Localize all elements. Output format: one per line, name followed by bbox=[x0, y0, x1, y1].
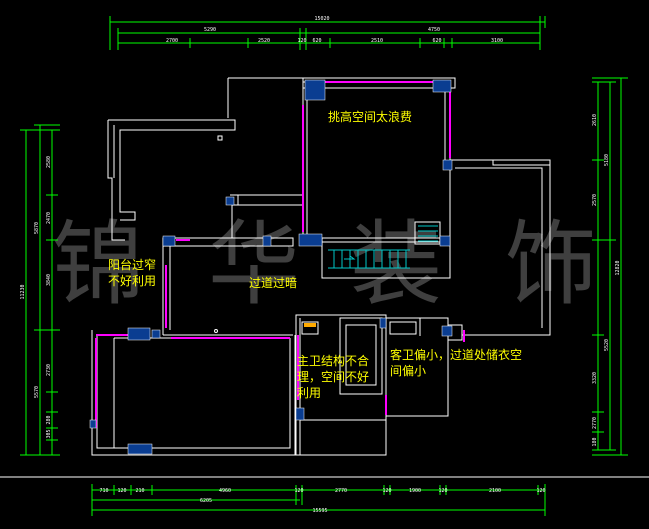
watermark-char-1: 锦 bbox=[52, 211, 144, 318]
dim-top-upper-2: 4750 bbox=[428, 27, 440, 33]
dim-right-inner-3: 3320 bbox=[592, 372, 598, 384]
dim-left-inner-2: 2470 bbox=[46, 212, 52, 224]
dim-right-inner-5: 180 bbox=[592, 437, 598, 446]
walls bbox=[91, 77, 551, 456]
note-corridor: 过道过暗 bbox=[249, 275, 297, 290]
dim-right-inner-1: 2610 bbox=[592, 114, 598, 126]
dim-top-lower-4: 620 bbox=[312, 38, 321, 44]
dim-bottom-upper-11: 120 bbox=[536, 488, 545, 494]
dim-left-inner-1: 2580 bbox=[46, 156, 52, 168]
dim-left-outer: 11230 bbox=[20, 284, 26, 299]
dimension-lines bbox=[0, 16, 649, 516]
dim-top-total: 15020 bbox=[314, 16, 329, 22]
dim-left-inner-5: 280 bbox=[46, 415, 52, 424]
dim-bottom-upper-3: 210 bbox=[135, 488, 144, 494]
dim-left-mid-2: 5570 bbox=[34, 386, 40, 398]
dim-left-inner-6: 305 bbox=[46, 429, 52, 438]
watermark-char-4: 饰 bbox=[505, 211, 597, 318]
note-balcony-line-2: 不好利用 bbox=[108, 274, 156, 288]
dim-bottom-upper-9: 120 bbox=[438, 488, 447, 494]
dim-top-lower-5: 2510 bbox=[371, 38, 383, 44]
dim-bottom-upper-4: 4960 bbox=[219, 488, 231, 494]
dimension-labels: 15020 5290 4750 2700 2520 120 620 2510 6… bbox=[20, 16, 621, 514]
dim-left-mid-1: 5870 bbox=[34, 222, 40, 234]
annotations: 挑高空间太浪费 阳台过窄 不好利用 过道过暗 主卫结构不合 理，空间不好 利用 … bbox=[108, 109, 522, 400]
note-master-bath-line-2: 理，空间不好 bbox=[297, 370, 369, 384]
windows bbox=[95, 81, 465, 428]
dim-top-lower-1: 2700 bbox=[166, 38, 178, 44]
dim-top-lower-3: 120 bbox=[297, 38, 306, 44]
staircase bbox=[328, 225, 438, 269]
dim-right-mid-1: 5180 bbox=[604, 154, 610, 166]
dim-bottom-upper-2: 120 bbox=[117, 488, 126, 494]
dim-bottom-total: 15595 bbox=[312, 508, 327, 514]
dim-top-lower-7: 3100 bbox=[491, 38, 503, 44]
dim-right-outer: 12820 bbox=[615, 260, 621, 275]
fixtures bbox=[214, 135, 319, 335]
watermark-char-3: 装 bbox=[350, 211, 442, 318]
dim-top-lower-2: 2520 bbox=[258, 38, 270, 44]
dim-bottom-upper-10: 2100 bbox=[489, 488, 501, 494]
watermark-char-2: 华 bbox=[208, 211, 300, 318]
dim-bottom-upper-8: 1900 bbox=[409, 488, 421, 494]
dim-right-mid-2: 5520 bbox=[604, 339, 610, 351]
columns bbox=[89, 79, 453, 455]
dim-left-inner-4: 2730 bbox=[46, 364, 52, 376]
note-guest-bath-line-2: 间偏小 bbox=[390, 363, 426, 378]
note-guest-bath-line-1: 客卫偏小，过道处储衣空 bbox=[390, 347, 522, 362]
dim-bottom-upper-7: 120 bbox=[382, 488, 391, 494]
dim-bottom-upper-6: 2770 bbox=[335, 488, 347, 494]
note-master-bath-line-3: 利用 bbox=[297, 386, 321, 400]
watermark: 锦 华 装 饰 bbox=[52, 211, 597, 318]
dim-right-inner-4: 2770 bbox=[592, 417, 598, 429]
note-balcony-line-1: 阳台过窄 bbox=[108, 257, 156, 272]
note-master-bath-line-1: 主卫结构不合 bbox=[297, 353, 369, 368]
dim-bottom-upper-5: 120 bbox=[294, 488, 303, 494]
dim-bottom-lower-1: 6205 bbox=[200, 498, 212, 504]
note-tall-space: 挑高空间太浪费 bbox=[328, 109, 412, 124]
dim-left-inner-3: 3840 bbox=[46, 274, 52, 286]
dim-right-inner-2: 2570 bbox=[592, 194, 598, 206]
dim-top-upper-1: 5290 bbox=[204, 27, 216, 33]
dim-top-lower-6: 620 bbox=[432, 38, 441, 44]
dim-bottom-upper-1: 710 bbox=[99, 488, 108, 494]
